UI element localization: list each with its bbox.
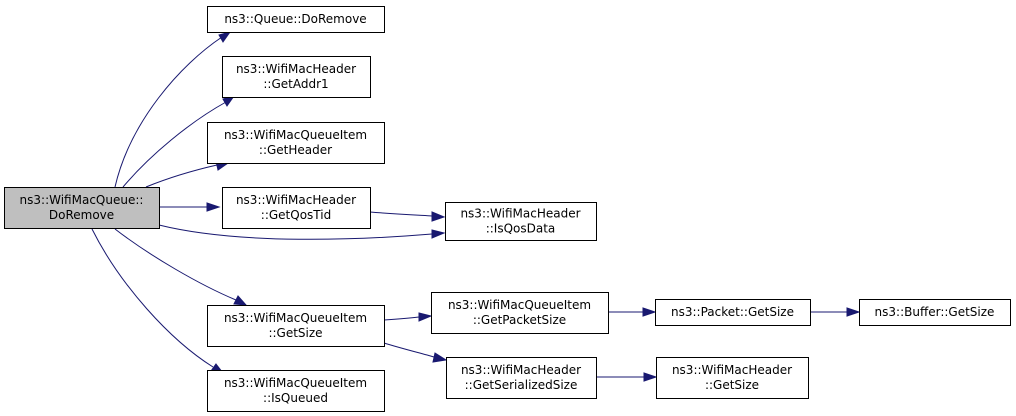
edge-hdr_getserializedsize-to-hdr_getsize <box>596 372 658 382</box>
node-box <box>431 292 609 334</box>
arrowhead-icon <box>206 202 221 212</box>
node-box <box>207 122 385 164</box>
node-label-line: ns3::WifiMacQueueItem <box>448 298 591 312</box>
node-packet-getsize[interactable]: ns3::Packet::GetSize <box>655 299 811 326</box>
call-graph-edges <box>91 31 861 382</box>
arrowhead-icon <box>233 295 248 306</box>
node-item-isqueued[interactable]: ns3::WifiMacQueueItem::IsQueued <box>207 370 385 412</box>
node-label-line: ns3::Packet::GetSize <box>671 305 794 319</box>
node-box <box>207 6 385 33</box>
node-label-line: ::GetSize <box>268 326 322 340</box>
arrowhead-icon <box>643 372 658 382</box>
node-hdr-getsize[interactable]: ns3::WifiMacHeader::GetSize <box>656 357 809 399</box>
node-box <box>656 357 809 399</box>
node-label-line: ns3::Queue::DoRemove <box>224 12 366 26</box>
node-label-line: ns3::WifiMacHeader <box>236 193 356 207</box>
node-label-line: ::GetPacketSize <box>473 313 566 327</box>
node-label-line: ns3::WifiMacHeader <box>460 207 580 221</box>
edge-root-to-item_isqueued <box>91 228 225 374</box>
edge-root-to-item_getheader <box>145 160 230 188</box>
node-label-line: ::IsQueued <box>263 391 328 405</box>
edge-line <box>369 211 433 217</box>
node-box <box>445 202 597 241</box>
node-label-line: ns3::WifiMacQueue:: <box>20 193 144 207</box>
edge-line <box>91 228 214 368</box>
edge-root-to-queue_doremove <box>114 31 232 188</box>
node-box <box>222 56 371 98</box>
edge-item_getpacketsize-to-packet_getsize <box>608 307 657 317</box>
arrowhead-icon <box>431 229 446 239</box>
arrowhead-icon <box>418 312 433 322</box>
arrowhead-icon <box>431 211 446 222</box>
node-item-getsize[interactable]: ns3::WifiMacQueueItem::GetSize <box>207 305 385 347</box>
arrowhead-icon <box>846 307 861 317</box>
node-item-getheader[interactable]: ns3::WifiMacQueueItem::GetHeader <box>207 122 385 164</box>
node-box <box>655 299 811 326</box>
node-label-line: ns3::WifiMacHeader <box>461 363 581 377</box>
edge-root-to-hdr_getqostid <box>159 202 221 212</box>
node-label-line: DoRemove <box>49 208 114 222</box>
edge-line <box>145 164 218 188</box>
edge-root-to-hdr_isqosdata <box>158 224 446 240</box>
node-box <box>207 370 385 412</box>
node-hdr-getaddr1[interactable]: ns3::WifiMacHeader::GetAddr1 <box>222 56 371 98</box>
edge-line <box>114 36 223 188</box>
node-item-getpacketsize[interactable]: ns3::WifiMacQueueItem::GetPacketSize <box>431 292 609 334</box>
edge-packet_getsize-to-buffer_getsize <box>810 307 861 317</box>
node-box <box>4 187 160 229</box>
node-hdr-getserializedsize[interactable]: ns3::WifiMacHeader::GetSerializedSize <box>446 357 597 399</box>
node-label-line: ::GetQosTid <box>261 208 331 222</box>
node-hdr-isqosdata[interactable]: ns3::WifiMacHeader::IsQosData <box>445 202 597 241</box>
edge-item_getsize-to-item_getpacketsize <box>383 312 433 322</box>
edge-line <box>158 224 433 240</box>
node-label-line: ::IsQosData <box>486 222 556 236</box>
edge-line <box>122 101 227 188</box>
node-box <box>222 187 371 229</box>
node-buffer-getsize[interactable]: ns3::Buffer::GetSize <box>859 299 1011 326</box>
node-box <box>446 357 597 399</box>
node-hdr-getqostid[interactable]: ns3::WifiMacHeader::GetQosTid <box>222 187 371 229</box>
node-label-line: ::GetSerializedSize <box>465 378 578 392</box>
node-box <box>207 305 385 347</box>
arrowhead-icon <box>432 352 448 363</box>
arrowhead-icon <box>642 307 657 317</box>
edge-line <box>383 342 435 358</box>
node-label-line: ns3::WifiMacHeader <box>672 363 792 377</box>
node-label-line: ::GetAddr1 <box>263 77 328 91</box>
node-label-line: ns3::WifiMacHeader <box>236 62 356 76</box>
arrowhead-icon <box>218 31 232 43</box>
edge-root-to-item_getsize <box>114 228 248 306</box>
node-label-line: ns3::WifiMacQueueItem <box>224 128 367 142</box>
node-box <box>859 299 1011 326</box>
call-graph-nodes: ns3::WifiMacQueue::DoRemove ns3::Queue::D… <box>4 6 1011 412</box>
edge-item_getsize-to-hdr_getserializedsize <box>383 342 448 363</box>
edge-hdr_getqostid-to-hdr_isqosdata <box>369 211 446 222</box>
node-label-line: ns3::WifiMacQueueItem <box>224 311 367 325</box>
node-queue-doremove[interactable]: ns3::Queue::DoRemove <box>207 6 385 33</box>
edge-line <box>114 228 237 301</box>
node-root[interactable]: ns3::WifiMacQueue::DoRemove <box>4 187 160 229</box>
node-label-line: ns3::WifiMacQueueItem <box>224 376 367 390</box>
node-label-line: ::GetSize <box>705 378 759 392</box>
node-label-line: ::GetHeader <box>259 143 332 157</box>
edge-line <box>383 316 420 321</box>
node-label-line: ns3::Buffer::GetSize <box>875 305 995 319</box>
edge-root-to-hdr_getaddr1 <box>122 95 236 188</box>
